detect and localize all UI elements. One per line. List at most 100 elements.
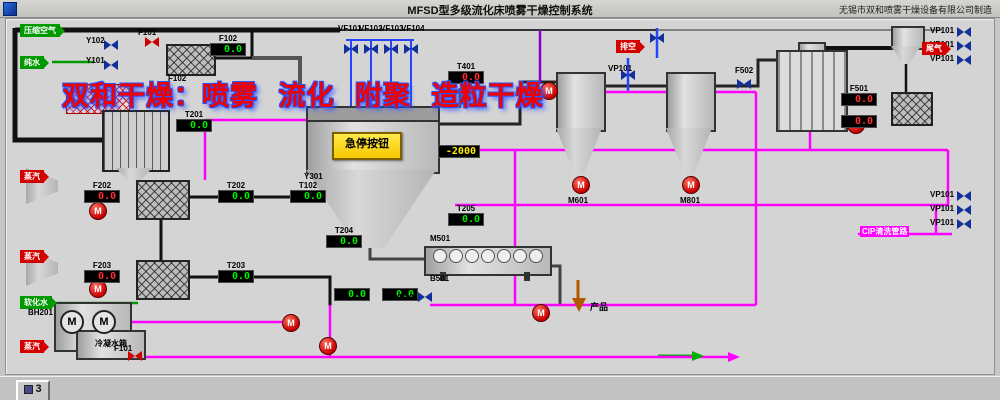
instrument-value: 0.0	[382, 288, 418, 301]
instrument-value: -2000	[438, 145, 480, 158]
valve-icon[interactable]	[957, 205, 971, 215]
instrument-tag	[382, 279, 418, 288]
fluid-bed-rotor	[449, 249, 463, 263]
instrument-value: 0.0	[176, 119, 212, 132]
instrument-tag: F501	[849, 84, 869, 93]
motor-pump-icon[interactable]: M	[532, 304, 550, 322]
instrument-tag	[438, 136, 480, 145]
device-tag: M601	[568, 196, 589, 205]
blower-motor-2[interactable]: M	[92, 310, 116, 334]
cip-line-label: CIP清洗管路	[860, 226, 910, 237]
flow-label-compressed-air: 压缩空气	[20, 24, 65, 37]
flow-label-tail-gas: 尾气	[922, 42, 951, 55]
bag-filter	[102, 110, 170, 172]
valve-icon[interactable]	[104, 40, 118, 50]
page-icon	[24, 384, 34, 394]
motor-pump-icon[interactable]: M	[572, 176, 590, 194]
instrument-tag: F102	[218, 34, 238, 43]
flow-label-vent: 排空	[616, 40, 645, 53]
motor-pump-icon[interactable]: M	[319, 337, 337, 355]
cyclone-1-body	[556, 72, 606, 132]
heat-exchanger-2	[136, 260, 190, 300]
app-icon	[3, 2, 17, 16]
fluid-bed-leg	[524, 272, 530, 281]
instrument-tag	[334, 279, 370, 288]
instrument-tag: T202	[226, 181, 246, 190]
instrument-value: 0.0	[448, 213, 484, 226]
valve-icon[interactable]	[418, 292, 432, 302]
exhaust-silencer	[891, 92, 933, 126]
flow-label-pure-water: 纯水	[20, 56, 49, 69]
instrument-tag: F203	[92, 261, 112, 270]
fluid-bed-rotor	[529, 249, 543, 263]
device-tag: M801	[680, 196, 701, 205]
device-tag: VP101	[608, 64, 633, 73]
brand-watermark: 双和干燥：喷雾 流化 附聚 造粒干燥	[62, 81, 544, 111]
air-damper	[66, 84, 130, 114]
valve-icon[interactable]	[364, 44, 378, 54]
motor-pump-icon[interactable]: M	[282, 314, 300, 332]
valve-icon[interactable]	[737, 79, 751, 89]
valve-icon[interactable]	[384, 44, 398, 54]
instrument-value: 0.0	[448, 71, 484, 84]
device-tag: VF101	[338, 24, 362, 33]
valve-icon[interactable]	[957, 55, 971, 65]
condenser	[776, 50, 848, 132]
blower-motor-1[interactable]: M	[60, 310, 84, 334]
motor-pump-icon[interactable]: M	[540, 82, 558, 100]
flow-label-steam-1: 蒸汽	[20, 170, 49, 183]
instrument-value: 0.0	[84, 190, 120, 203]
instrument-tag: T205	[456, 204, 476, 213]
instrument-tag: T201	[184, 110, 204, 119]
heat-exchanger-1	[136, 180, 190, 220]
air-heater	[166, 44, 216, 76]
pump-icon[interactable]	[145, 37, 159, 47]
device-tag: F502	[735, 66, 754, 75]
instrument-value: 0.0	[290, 190, 326, 203]
valve-icon[interactable]	[957, 219, 971, 229]
instrument-tag: T401	[456, 62, 476, 71]
fluid-bed-rotor	[497, 249, 511, 263]
pump-icon[interactable]	[128, 351, 142, 361]
page-button[interactable]: 3	[16, 380, 50, 400]
instrument-value: 0.0	[334, 288, 370, 301]
valve-icon[interactable]	[344, 44, 358, 54]
motor-pump-icon[interactable]: M	[89, 202, 107, 220]
cyclone-2-body	[666, 72, 716, 132]
valve-icon[interactable]	[104, 60, 118, 70]
valve-icon[interactable]	[957, 191, 971, 201]
emergency-stop-button[interactable]: 急停按钮	[332, 132, 402, 160]
valve-icon[interactable]	[404, 44, 418, 54]
device-tag: VP201	[394, 293, 419, 302]
device-tag: F101	[114, 344, 133, 353]
device-tag: Y101	[86, 56, 105, 65]
fluid-bed-rotor	[465, 249, 479, 263]
device-tag: VP101	[930, 204, 955, 213]
device-tag: VP101	[930, 54, 955, 63]
condensate-tank-label: 冷凝水箱	[95, 339, 127, 348]
flow-label-steam-3: 蒸汽	[20, 340, 49, 353]
device-tag: BH201	[28, 308, 53, 317]
instrument-value: 0.0	[841, 115, 877, 128]
instrument-value: 0.0	[218, 190, 254, 203]
valve-icon[interactable]	[650, 33, 664, 43]
product-label: 产品	[590, 302, 609, 312]
flow-label-steam-2: 蒸汽	[20, 250, 49, 263]
fluid-bed-rotor	[481, 249, 495, 263]
fluid-bed	[424, 246, 552, 276]
motor-pump-icon[interactable]: M	[682, 176, 700, 194]
instrument-value: 0.0	[84, 270, 120, 283]
valve-icon[interactable]	[621, 70, 635, 80]
instrument-tag: T204	[334, 226, 354, 235]
instrument-tag	[841, 106, 877, 115]
instrument-tag: T203	[226, 261, 246, 270]
instrument-value: 0.0	[218, 270, 254, 283]
valve-icon[interactable]	[957, 27, 971, 37]
device-tag: M501	[430, 234, 451, 243]
page-number: 3	[35, 383, 42, 395]
valve-icon[interactable]	[957, 41, 971, 51]
fluid-bed-rotor	[433, 249, 447, 263]
device-tag: VF103	[380, 24, 404, 33]
title-bar: MFSD型多级流化床喷雾干燥控制系统 无锡市双和喷雾干燥设备有限公司制造	[0, 0, 1000, 18]
